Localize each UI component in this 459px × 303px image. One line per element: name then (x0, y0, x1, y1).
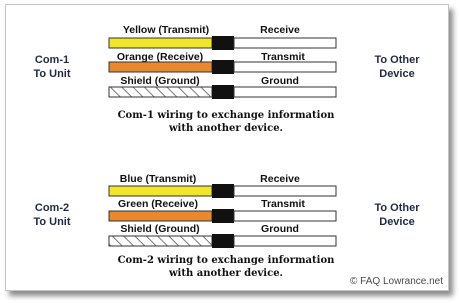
com2-wire1-left-segment (108, 185, 213, 197)
com1-wire2-connector (212, 60, 234, 74)
com2-wire3-connector (212, 234, 234, 248)
com2-wire3-left-label: Shield (Ground) (120, 223, 199, 235)
com1-wire3-right-label: Ground (261, 75, 299, 87)
com2-right-label-line2: Device (379, 216, 414, 228)
com2-right-label-line1: To Other (374, 202, 420, 214)
com2-left-label-line1: Com-2 (35, 202, 69, 214)
com2-wire1-connector (212, 184, 234, 198)
com2-wire2-right-segment (233, 210, 337, 222)
com2-wire1-left-label: Blue (Transmit) (120, 173, 196, 185)
com1-wire2-right-label: Transmit (261, 51, 305, 63)
com1-wire1-connector (212, 36, 234, 50)
com1-wire3-right-segment (233, 86, 337, 98)
com1-wire1-left-segment (108, 37, 213, 49)
com1-wire2-left-label: Orange (Receive) (117, 51, 203, 63)
com2-wire2-connector (212, 209, 234, 223)
com2-diagram: Com-2 To Unit To Other Device Blue (Tran… (33, 173, 420, 279)
com1-wire2-right-segment (233, 61, 337, 73)
com1-wire3-connector (212, 85, 234, 99)
com1-wire2-left-segment (108, 61, 213, 73)
com2-left-label-line2: To Unit (33, 216, 70, 228)
com2-wire3-right-label: Ground (261, 223, 299, 235)
com1-left-label-line1: Com-1 (35, 54, 69, 66)
com2-wire2-left-segment (108, 210, 213, 222)
com2-wire2-right-label: Transmit (261, 198, 305, 210)
watermark-text: © FAQ Lowrance.net (350, 276, 443, 287)
com2-wire3-left-segment (108, 235, 213, 247)
com2-wire2-left-label: Green (Receive) (118, 198, 198, 210)
com1-right-label-line2: Device (379, 68, 414, 80)
com1-caption-line1: Com-1 wiring to exchange information (118, 110, 336, 121)
com2-wire1-right-label: Receive (260, 173, 300, 185)
com1-wire1-right-label: Receive (260, 24, 300, 36)
com2-wire1-right-segment (233, 185, 337, 197)
com2-caption-line1: Com-2 wiring to exchange information (118, 255, 336, 266)
com1-wire3-left-label: Shield (Ground) (120, 75, 199, 87)
com1-wire3-left-segment (108, 86, 213, 98)
com2-caption-line2: with another device. (168, 268, 283, 279)
com1-left-label-line2: To Unit (33, 68, 70, 80)
com2-wire3-right-segment (233, 235, 337, 247)
com1-wire1-left-label: Yellow (Transmit) (123, 24, 209, 36)
com1-diagram: Com-1 To Unit To Other Device Yellow (Tr… (33, 24, 420, 134)
com1-caption-line2: with another device. (168, 123, 283, 134)
com1-right-label-line1: To Other (374, 54, 420, 66)
com1-wire1-right-segment (233, 37, 337, 49)
